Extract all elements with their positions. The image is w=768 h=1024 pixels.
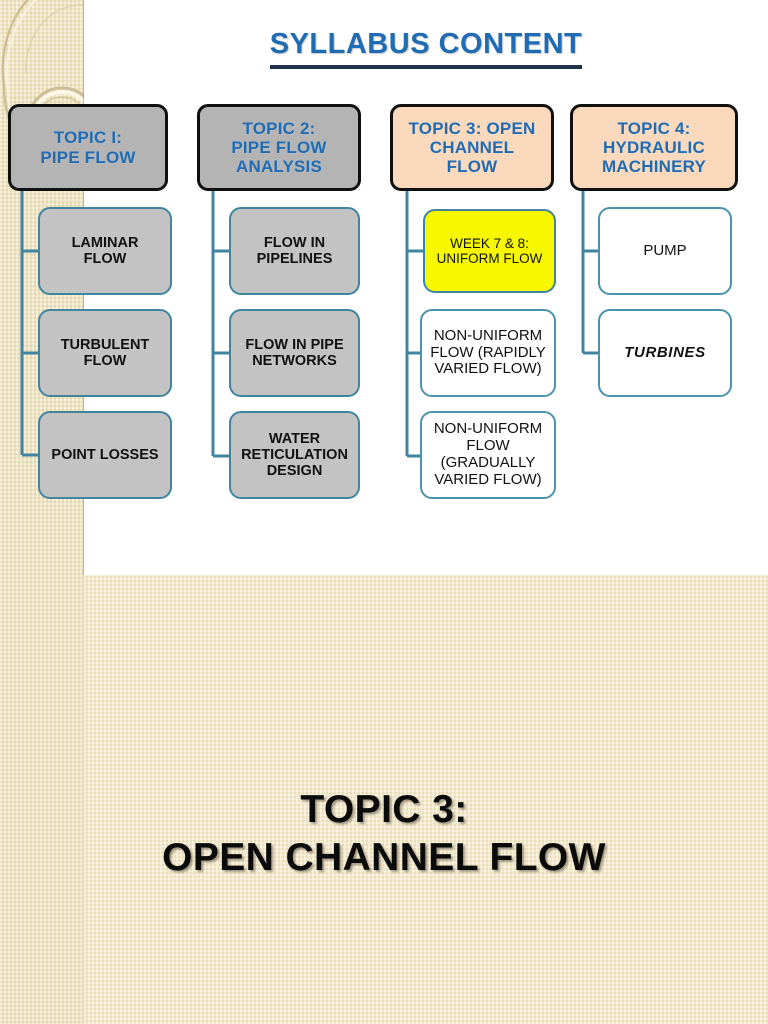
topic-4-child-2-label: TURBINES (624, 343, 706, 361)
band-upper-block (0, 0, 84, 97)
topic-box-3-label: TOPIC 3: OPEN CHANNEL FLOW (408, 118, 536, 177)
topic-4-child-1[interactable]: PUMP (598, 207, 732, 295)
page-title-text: SYLLABUS CONTENT (269, 28, 583, 69)
topic-3-child-2[interactable]: NON-UNIFORM FLOW (RAPIDLY VARIED FLOW) (420, 309, 556, 397)
topic-2-child-1-label: FLOW IN PIPELINES (256, 234, 333, 267)
topic-3-child-1-highlighted[interactable]: WEEK 7 & 8: UNIFORM FLOW (423, 209, 556, 293)
syllabus-diagram: TOPIC I: PIPE FLOW LAMINAR FLOW TURBULEN… (8, 104, 738, 499)
topic-4-child-2[interactable]: TURBINES (598, 309, 732, 397)
topic-2-child-2[interactable]: FLOW IN PIPE NETWORKS (229, 309, 360, 397)
topic-3-child-3-label: NON-UNIFORM FLOW (GRADUALLY VARIED FLOW) (433, 420, 543, 488)
topic-box-2-label: TOPIC 2: PIPE FLOW ANALYSIS (231, 118, 327, 177)
topic-2-child-3-label: WATER RETICULATION DESIGN (241, 430, 348, 480)
topic-4-child-1-label: PUMP (643, 241, 687, 259)
topic-box-4-label: TOPIC 4: HYDRAULIC MACHINERY (601, 118, 707, 177)
topic-2-child-3[interactable]: WATER RETICULATION DESIGN (229, 411, 360, 499)
topic-2-child-1[interactable]: FLOW IN PIPELINES (229, 207, 360, 295)
topic-1-child-2[interactable]: TURBULENT FLOW (38, 309, 172, 397)
topic-1-child-1-label: LAMINAR FLOW (71, 234, 139, 267)
topic-2-child-2-label: FLOW IN PIPE NETWORKS (245, 336, 344, 369)
topic-1-child-1[interactable]: LAMINAR FLOW (38, 207, 172, 295)
topic-1-child-3-label: POINT LOSSES (51, 446, 159, 463)
topic-3-child-3[interactable]: NON-UNIFORM FLOW (GRADUALLY VARIED FLOW) (420, 411, 556, 499)
topic-3-child-2-label: NON-UNIFORM FLOW (RAPIDLY VARIED FLOW) (430, 326, 546, 378)
topic-box-1[interactable]: TOPIC I: PIPE FLOW (8, 104, 168, 191)
topic-box-3[interactable]: TOPIC 3: OPEN CHANNEL FLOW (390, 104, 554, 191)
topic-1-child-3[interactable]: POINT LOSSES (38, 411, 172, 499)
topic-3-child-1-label: WEEK 7 & 8: UNIFORM FLOW (436, 235, 543, 266)
topic-box-2[interactable]: TOPIC 2: PIPE FLOW ANALYSIS (197, 104, 361, 191)
topic-1-child-2-label: TURBULENT FLOW (60, 336, 150, 369)
topic-box-1-label: TOPIC I: PIPE FLOW (40, 128, 136, 167)
page-title: SYLLABUS CONTENT (84, 28, 768, 69)
bottom-headline: TOPIC 3: OPEN CHANNEL FLOW (162, 788, 606, 880)
topic-box-4[interactable]: TOPIC 4: HYDRAULIC MACHINERY (570, 104, 738, 191)
